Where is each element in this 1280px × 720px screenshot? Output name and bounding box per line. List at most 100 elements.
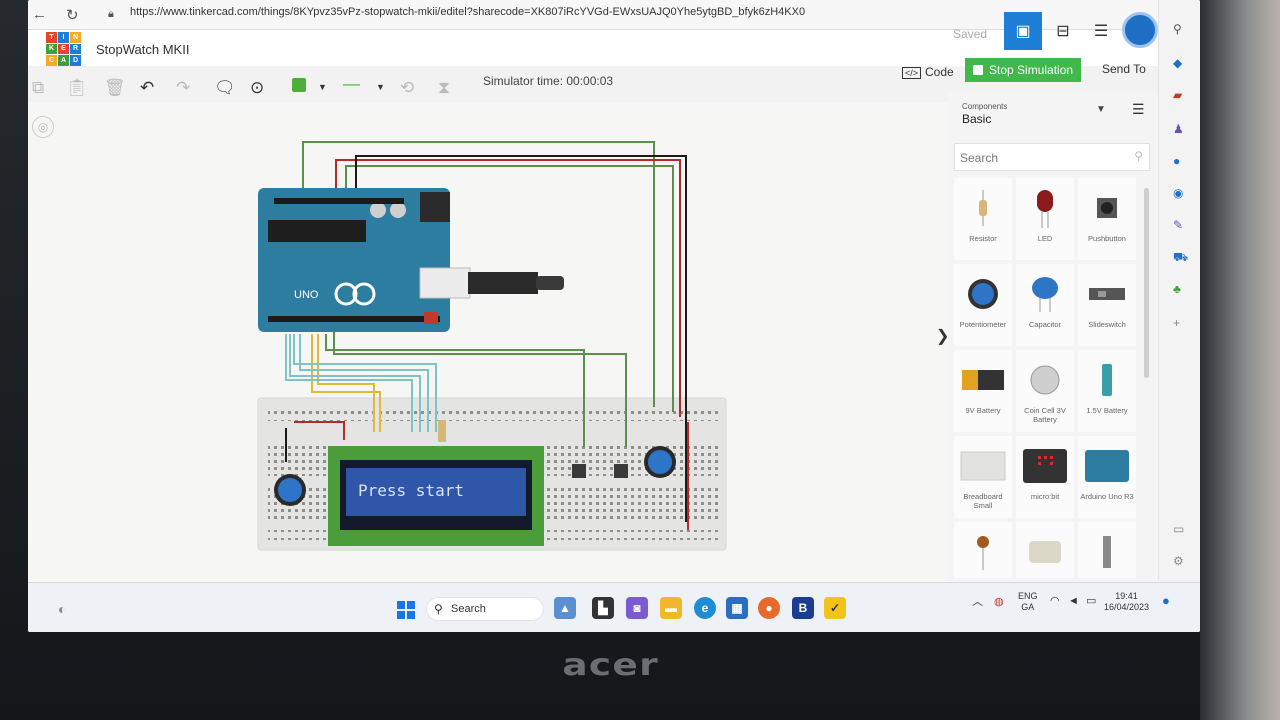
wifi-icon[interactable]: ◠ <box>1050 595 1060 607</box>
redo-icon[interactable]: ↷ <box>176 78 191 97</box>
refresh-icon[interactable]: ↻ <box>66 7 79 24</box>
header-pins <box>274 198 404 204</box>
paste-icon[interactable]: 📋︎ <box>66 78 88 97</box>
fit-view-icon[interactable]: ◎ <box>32 116 54 138</box>
taskbar-app-explorer-dark[interactable]: ▙ <box>592 597 614 619</box>
send-to-button[interactable]: Send To <box>1102 62 1146 76</box>
component-tile-coin-cell[interactable]: Coin Cell 3V Battery <box>1016 350 1074 432</box>
taskbar-search[interactable]: ⚲ Search <box>426 597 544 621</box>
taskbar-app-b[interactable]: B <box>792 597 814 619</box>
tinkercad-logo[interactable]: T I N K E R C A D <box>46 32 81 66</box>
tree-icon[interactable]: ♣ <box>1173 282 1181 296</box>
pushbutton-icon <box>1078 186 1136 230</box>
clock[interactable]: 19:41 16/04/2023 <box>1104 591 1150 612</box>
plus-icon[interactable]: + <box>1173 316 1181 330</box>
delete-icon[interactable]: 🗑︎ <box>104 78 126 97</box>
gear-icon[interactable]: ⚙ <box>1173 554 1184 568</box>
chevron-down-icon[interactable]: ▼ <box>318 82 327 92</box>
pushbutton-1[interactable] <box>572 464 586 478</box>
reset-button[interactable] <box>424 312 438 324</box>
start-button[interactable] <box>397 601 415 619</box>
flip-icon[interactable]: ⧗ <box>438 78 450 97</box>
component-tile-slideswitch[interactable]: Slideswitch <box>1078 264 1136 346</box>
search-icon[interactable]: ⚲ <box>1173 22 1182 36</box>
toolbox-icon[interactable]: ▰ <box>1173 88 1183 102</box>
notes-icon[interactable]: 🗨︎ <box>214 78 236 97</box>
design-title[interactable]: StopWatch MKII <box>96 42 190 57</box>
potentiometer-left[interactable] <box>274 474 306 506</box>
wire-style-icon[interactable]: — <box>343 74 360 93</box>
chevron-down-icon[interactable]: ▼ <box>1096 104 1106 115</box>
taskbar-app-teams[interactable]: ◙ <box>626 597 648 619</box>
photoresistor-icon <box>954 530 1012 574</box>
component-tile-potentiometer[interactable]: Potentiometer <box>954 264 1012 346</box>
component-tile-9v-battery[interactable]: 9V Battery <box>954 350 1012 432</box>
battery-9v-icon <box>954 358 1012 402</box>
cart-icon[interactable]: ⛟ <box>1173 250 1189 264</box>
inspect-icon[interactable]: ⊙ <box>250 78 265 97</box>
security-tray-icon[interactable]: ◍ <box>994 596 1004 608</box>
chevron-down-icon[interactable]: ▼ <box>376 82 385 92</box>
tag-icon[interactable]: ◆ <box>1173 56 1183 70</box>
panel-scrollbar[interactable] <box>1144 188 1149 378</box>
back-arrow-icon[interactable]: ← <box>32 6 47 23</box>
component-tile-microbit[interactable]: micro:bit <box>1016 436 1074 518</box>
avatar[interactable] <box>1122 12 1158 48</box>
rotate-icon[interactable]: ⟲ <box>400 78 415 97</box>
component-list-button[interactable]: ☰ <box>1082 12 1120 50</box>
component-tile-capacitor[interactable]: Capacitor <box>1016 264 1074 346</box>
volume-icon[interactable]: ◄ <box>1068 595 1079 607</box>
address-field[interactable]: https://www.tinkercad.com/things/8KYpvz3… <box>130 6 806 18</box>
taskbar-app-gallery[interactable]: ▲ <box>554 597 576 619</box>
component-search-input[interactable]: Search ⚲ <box>954 143 1150 171</box>
taskbar-app-store[interactable]: ▦ <box>726 597 748 619</box>
component-tile-more-3[interactable] <box>1078 522 1136 578</box>
wires[interactable] <box>285 141 689 530</box>
component-tile-breadboard-small[interactable]: Breadboard Small <box>954 436 1012 518</box>
wire-color-swatch[interactable] <box>292 78 306 92</box>
stop-simulation-button[interactable]: Stop Simulation <box>965 58 1081 82</box>
taskbar-app-firefox[interactable]: ● <box>758 597 780 619</box>
code-button[interactable]: </>Code <box>902 65 954 79</box>
circuit-canvas[interactable]: ◎ <box>28 102 948 582</box>
microcontroller-chip <box>268 220 366 242</box>
edit-icon[interactable]: ✎ <box>1173 218 1184 232</box>
sidebar-toggle-icon[interactable]: ▭ <box>1173 522 1185 536</box>
battery-icon[interactable]: ▭ <box>1086 595 1097 607</box>
undo-icon[interactable]: ↶ <box>140 78 155 97</box>
component-tile-resistor[interactable]: Resistor <box>954 178 1012 260</box>
arduino-uno[interactable]: UNO <box>258 188 450 332</box>
taskbar-app-edge[interactable]: e <box>694 597 716 619</box>
background-room <box>1200 0 1280 720</box>
language-indicator[interactable]: ENG GA <box>1018 591 1038 612</box>
chevron-up-icon[interactable]: ︿ <box>972 596 983 608</box>
chat-icon: ◙ <box>633 601 641 615</box>
lcd-display[interactable]: Press start <box>328 446 544 546</box>
usb-cable[interactable] <box>419 267 564 299</box>
component-tile-more-1[interactable] <box>954 522 1012 578</box>
acer-logo: acer <box>562 648 659 683</box>
widgets-icon[interactable]: ◐ <box>58 601 67 617</box>
pushbutton-2[interactable] <box>614 464 628 478</box>
firefox-icon: ● <box>765 601 773 615</box>
panel-toggle-chevron-icon[interactable]: ❯ <box>936 328 950 345</box>
circuit-view-button[interactable]: ▣ <box>1004 12 1042 50</box>
component-tile-more-2[interactable] <box>1016 522 1074 578</box>
copy-icon[interactable]: ⧉ <box>32 78 45 97</box>
components-category-select[interactable]: Basic <box>962 112 992 126</box>
list-view-icon[interactable]: ☰ <box>1132 101 1145 117</box>
component-tile-pushbutton[interactable]: Pushbutton <box>1078 178 1136 260</box>
taskbar-app-norton[interactable]: ✓ <box>824 597 846 619</box>
circle-icon[interactable]: ● <box>1173 154 1181 168</box>
people-icon[interactable]: ♟ <box>1173 122 1184 136</box>
component-tile-1-5v-battery[interactable]: 1.5V Battery <box>1078 350 1136 432</box>
outlook-icon[interactable]: ◉ <box>1173 186 1184 200</box>
component-tile-led[interactable]: LED <box>1016 178 1074 260</box>
potentiometer-right[interactable] <box>644 446 676 478</box>
check-icon: ✓ <box>829 601 841 615</box>
taskbar-app-files[interactable]: ▬ <box>660 597 682 619</box>
component-tile-arduino-uno[interactable]: Arduino Uno R3 <box>1078 436 1136 518</box>
schematic-view-button[interactable]: ⊟ <box>1044 12 1082 50</box>
notification-icon[interactable]: ● <box>1162 593 1170 608</box>
resistor[interactable] <box>438 420 446 442</box>
